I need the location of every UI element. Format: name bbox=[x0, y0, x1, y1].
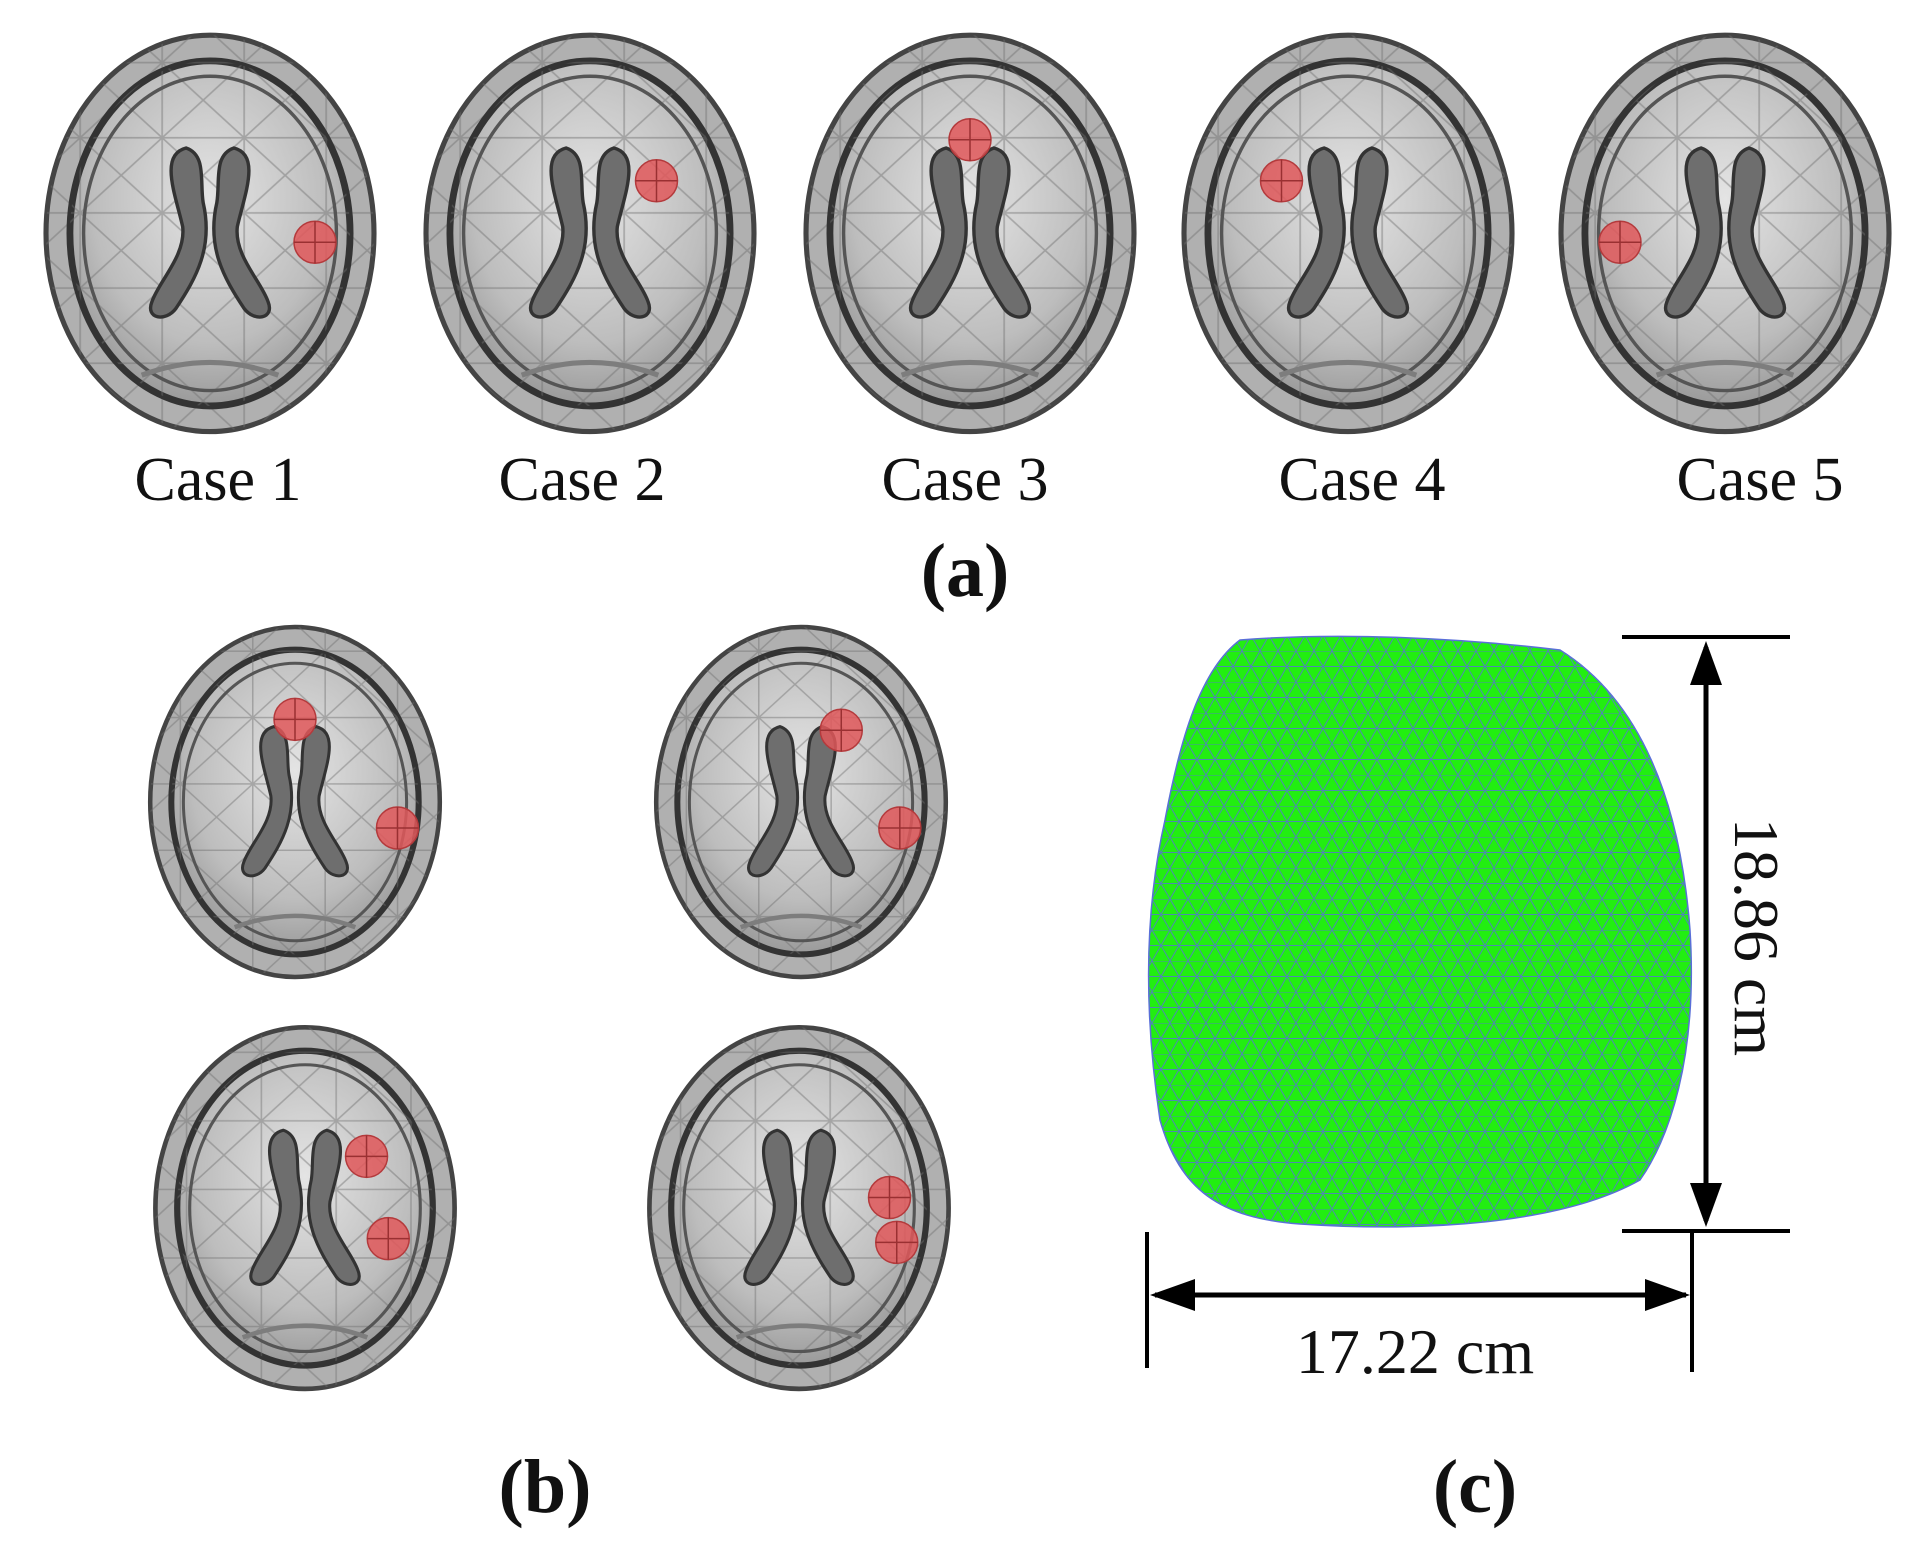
head-b-3 bbox=[155, 1027, 454, 1389]
inclusion-b-3-2 bbox=[366, 1216, 411, 1261]
height-arrow-head-up bbox=[1690, 641, 1722, 685]
inclusion-case-5-1 bbox=[1598, 220, 1642, 265]
case-5-label: Case 5 bbox=[1676, 446, 1843, 514]
inclusion-case-2-1 bbox=[634, 159, 679, 203]
inclusion-b-2-2 bbox=[878, 806, 922, 850]
inclusion-case-3-1 bbox=[948, 118, 992, 162]
case-2-label: Case 2 bbox=[498, 446, 665, 514]
panel-b: (b) bbox=[150, 627, 948, 1529]
width-arrow-head-right bbox=[1645, 1279, 1690, 1311]
head-case-4 bbox=[1184, 35, 1512, 431]
panel-c-label: (c) bbox=[1433, 1445, 1517, 1529]
case-4-label: Case 4 bbox=[1278, 446, 1445, 514]
inclusion-b-4-1 bbox=[867, 1175, 912, 1220]
width-arrow-head-left bbox=[1150, 1279, 1195, 1311]
mesh-triangles bbox=[1148, 636, 1692, 1227]
height-arrow-head-down bbox=[1690, 1183, 1722, 1227]
head-b-2 bbox=[656, 627, 946, 977]
inclusion-b-2-1 bbox=[819, 708, 864, 752]
head-b-1 bbox=[150, 627, 440, 977]
case-3-label: Case 3 bbox=[881, 446, 1048, 514]
inclusion-b-4-2 bbox=[874, 1220, 919, 1265]
panel-b-label: (b) bbox=[499, 1445, 592, 1529]
panel-a-label: (a) bbox=[921, 529, 1010, 613]
head-case-3 bbox=[806, 35, 1134, 431]
inclusion-b-1-1 bbox=[273, 697, 317, 742]
panel-c: 18.86 cm 17.22 cm (c) bbox=[1145, 635, 1792, 1529]
head-case-2 bbox=[426, 35, 754, 431]
case-1-label: Case 1 bbox=[134, 446, 301, 514]
width-label: 17.22 cm bbox=[1296, 1316, 1534, 1387]
height-label: 18.86 cm bbox=[1721, 818, 1792, 1056]
inclusion-case-4-1 bbox=[1259, 159, 1304, 203]
panel-a: Case 1 Case 2 Case 3 Case 4 Case 5 (a) bbox=[46, 35, 1889, 613]
panel-a-inclusions bbox=[293, 118, 1642, 265]
inclusion-b-1-2 bbox=[375, 806, 420, 850]
inclusion-case-1-1 bbox=[293, 220, 337, 265]
panel-b-inclusions bbox=[273, 697, 922, 1265]
inclusion-b-3-1 bbox=[344, 1134, 389, 1179]
